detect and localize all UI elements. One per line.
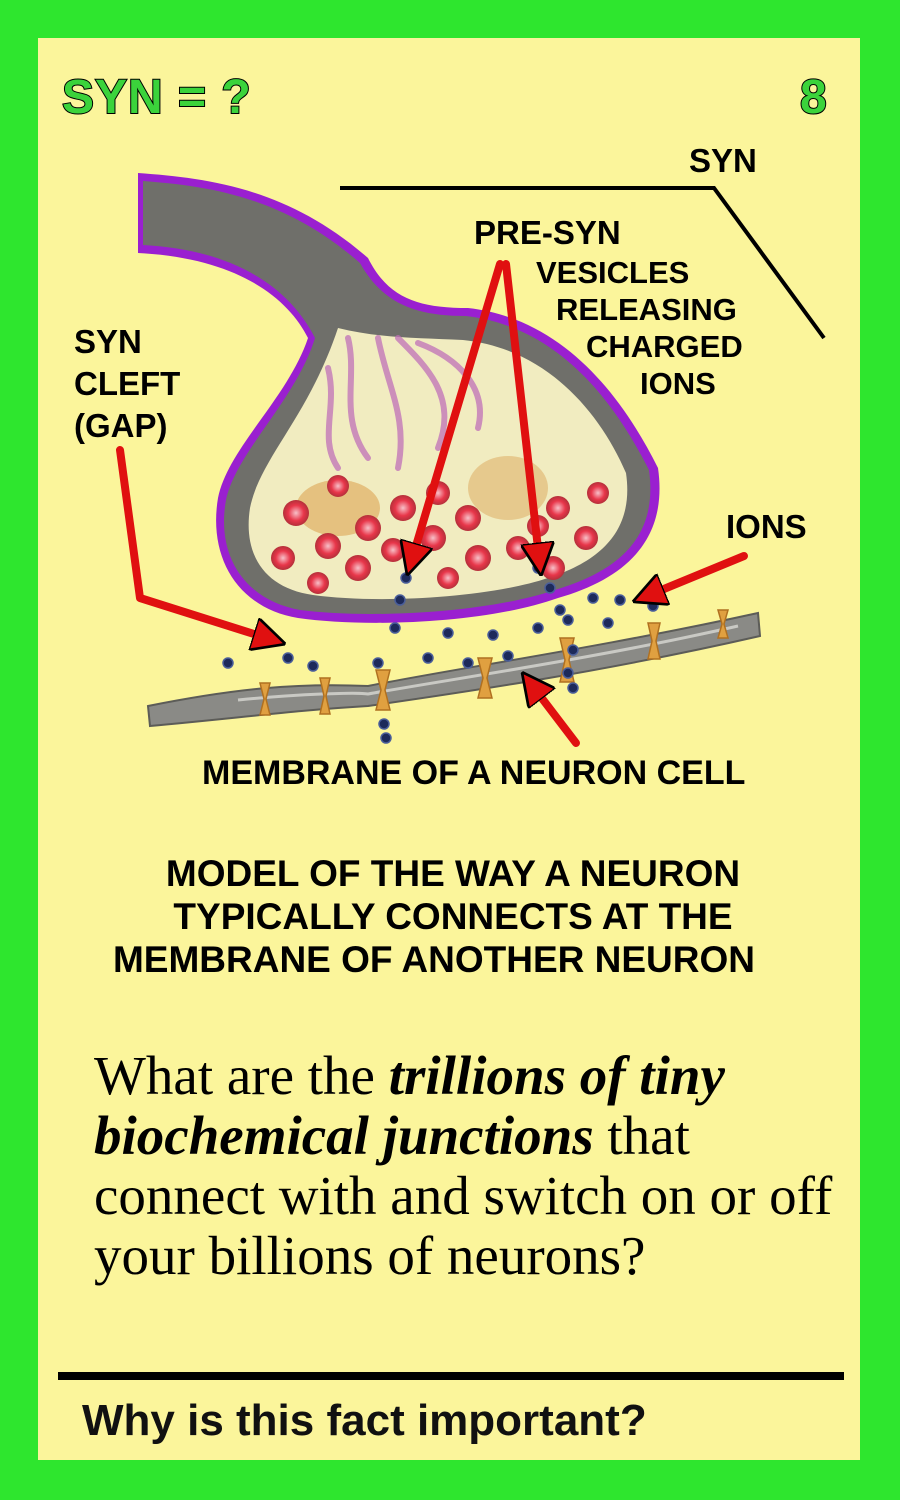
receptor [647,622,661,660]
membrane-label: MEMBRANE OF A NEURON CELL [202,754,746,792]
vesicle [465,545,491,571]
ion [487,629,499,641]
syn-cleft-label: SYN CLEFT (GAP) [74,321,180,447]
synapse-diagram [116,173,826,747]
ion [562,667,574,679]
syn-bracket-line [340,186,826,340]
ion [502,650,514,662]
receptor [717,609,729,639]
receptor [375,669,391,711]
syn-cleft-label-line: SYN [74,323,142,360]
ion [389,622,401,634]
pre-syn-arrow-left [410,260,504,566]
filament [345,335,371,461]
divider-rule [58,1372,844,1380]
vesicle [455,505,481,531]
question-text: What are the trillions of tiny biochemic… [94,1046,834,1286]
vesicles-label-line: IONS [640,366,716,401]
pre-syn-arrow-right [502,260,540,566]
pre-syn-label: PRE-SYN [474,214,621,251]
vesicle [574,526,598,550]
membrane-arrow [528,680,580,747]
card-title: SYN = ? [61,70,252,125]
syn-cleft-label-line: (GAP) [74,407,168,444]
vesicles-label-line: RELEASING [556,292,737,327]
ion [307,660,319,672]
caption-line: MEMBRANE OF ANOTHER NEURON [112,939,755,980]
ion [567,682,579,694]
vesicle [307,572,329,594]
filament [395,335,448,451]
vesicle [381,538,405,562]
vesicle [283,500,309,526]
ion [372,657,384,669]
ion [544,582,556,594]
cleft-arrow [116,446,276,641]
membrane-highlight [237,624,739,702]
ions-label: IONS [726,508,807,545]
vesicle [541,556,565,580]
fact-card: SYN = ? 8 [38,38,860,1460]
ion [562,614,574,626]
ion [462,657,474,669]
syn-cleft-label-line: CLEFT [74,365,181,402]
receptor [319,677,331,715]
ion [647,600,659,612]
receptor [259,682,271,716]
vesicle [437,567,459,589]
ion [222,657,234,669]
caption-line: MODEL OF THE WAY A NEURON [165,853,741,894]
caption-line: TYPICALLY CONNECTS AT THE [173,896,733,937]
vesicle [271,546,295,570]
neuron-membrane [146,609,762,728]
vesicles-label-line: CHARGED [586,329,743,364]
ion [587,592,599,604]
ion [422,652,434,664]
ion [602,617,614,629]
ion [442,627,454,639]
diagram-caption: MODEL OF THE WAY A NEURON TYPICALLY CONN… [38,852,860,981]
ions-arrow [642,552,748,598]
vesicles-label-line: VESICLES [536,255,690,290]
ion [282,652,294,664]
receptor [477,657,493,699]
filament [375,335,404,471]
vesicles-label: VESICLES RELEASING CHARGED IONS [528,254,764,402]
ion [614,594,626,606]
filament [325,365,341,471]
ion [400,572,412,584]
ion [394,594,406,606]
vesicle [327,475,349,497]
vesicle [315,533,341,559]
presynaptic-terminal [138,173,660,623]
ion [567,644,579,656]
vesicle [390,495,416,521]
vesicle [345,555,371,581]
card-number: 8 [799,70,828,125]
vesicle [506,536,530,560]
membrane-band [146,611,762,728]
footer-prompt: Why is this fact important? [82,1396,647,1445]
vesicle [546,496,570,520]
question-part2: that connect with and switch on or off y… [94,1105,833,1286]
syn-label: SYN [689,142,757,179]
vesicle [587,482,609,504]
vesicle [355,515,381,541]
ion [378,718,390,730]
ion [380,732,392,744]
ion [532,622,544,634]
question-part1: What are the [94,1045,389,1106]
question-emphasis: trillions of tiny biochemical junctions [94,1045,725,1166]
ion [554,604,566,616]
